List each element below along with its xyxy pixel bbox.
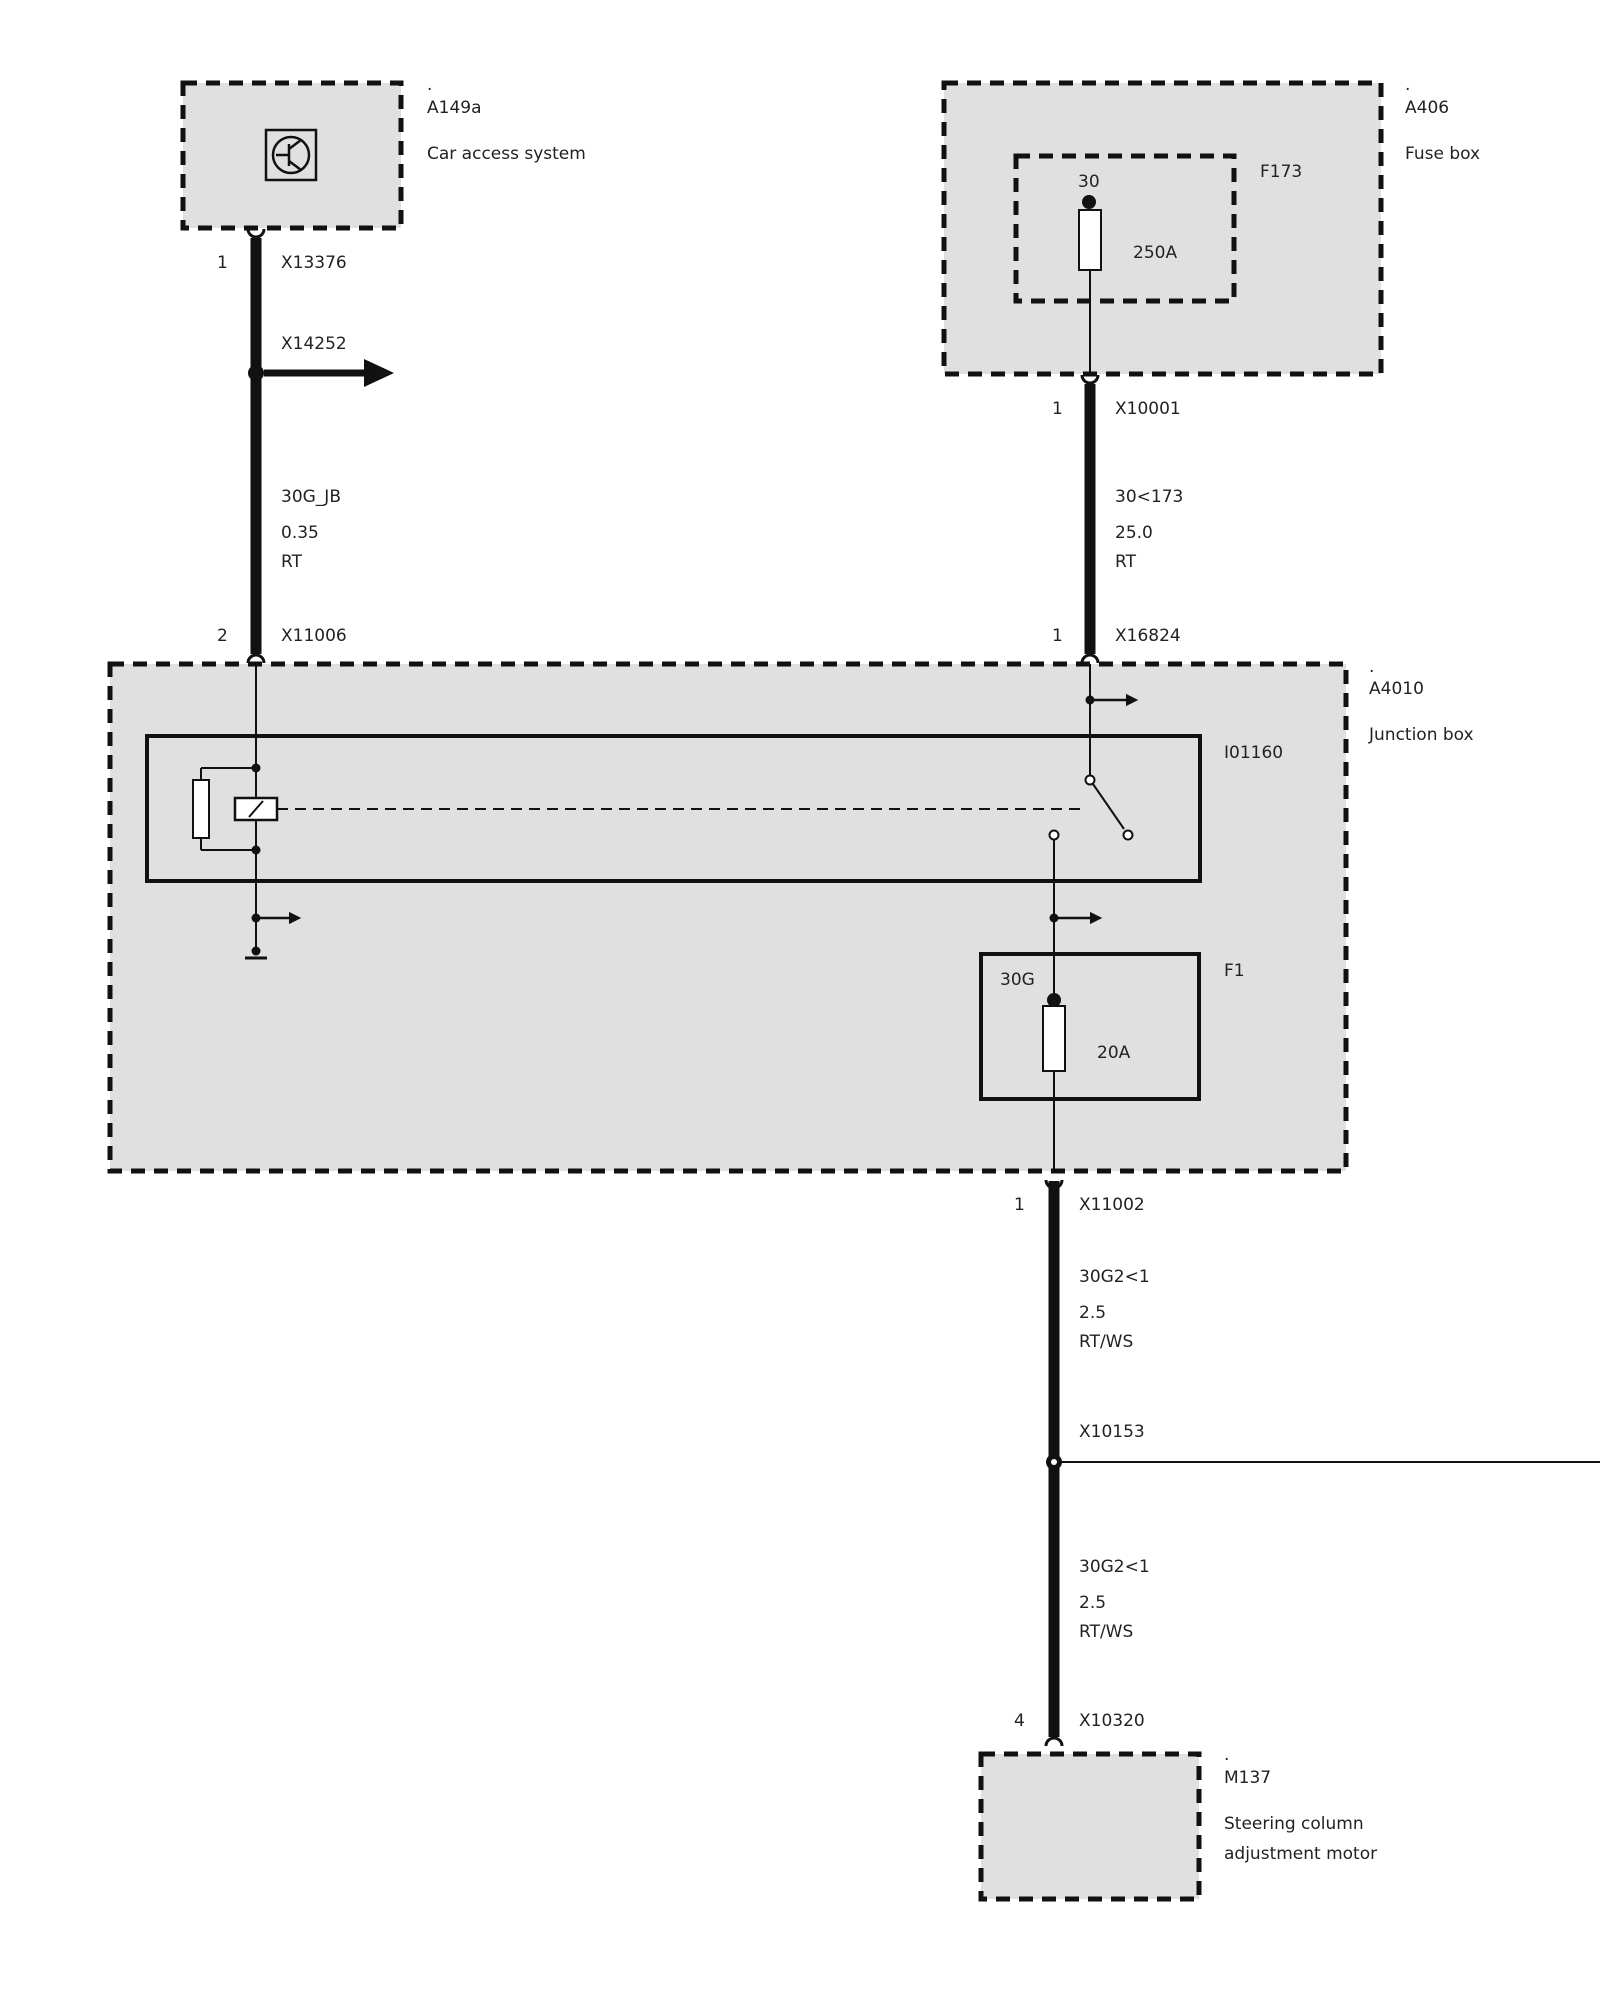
branch-arrow-icon: [364, 359, 394, 387]
relay-contact-pivot: [1084, 774, 1096, 786]
wire-size: 2.5: [1079, 1593, 1106, 1613]
junction-box-id: A4010: [1369, 679, 1424, 699]
connector-x10001-pin: 1: [1052, 399, 1063, 419]
splice-x14252-dot: [248, 365, 264, 381]
wire-signal: 30G2<1: [1079, 1267, 1150, 1287]
connector-x16824-socket: [1080, 653, 1100, 664]
connector-x11006-pin: 2: [217, 626, 228, 646]
fuse-f173-terminal: 30: [1078, 172, 1100, 192]
relay-coil-slash: [248, 800, 264, 818]
fuse-f1-terminal-dot: [1047, 993, 1061, 1007]
relay-switch-blade: [1092, 783, 1125, 830]
relay-i01160-box: [145, 734, 1202, 883]
wire-color: RT: [281, 552, 303, 572]
car-access-name: Car access system: [427, 144, 586, 164]
car-access-marker: .: [427, 75, 432, 95]
fuse-box-name: Fuse box: [1405, 144, 1480, 164]
fuse-box-marker: .: [1405, 75, 1410, 95]
fuse-f1-rating: 20A: [1097, 1043, 1131, 1063]
wire-30g2-lower: 1 X11002 30G2<1 2.5 RT/WS X10153 30G2<1 …: [1014, 1179, 1600, 1747]
connector-x13376-id: X13376: [281, 253, 347, 273]
relay-node-dot: [251, 763, 261, 773]
motor-marker: .: [1224, 1745, 1229, 1765]
wire-size: 25.0: [1115, 523, 1153, 543]
connector-x11002-socket: [1044, 1179, 1064, 1190]
fuse-f173-rating: 250A: [1133, 243, 1177, 263]
wire-30-173: 1 X10001 30<173 25.0 RT 1 X16824: [1052, 270, 1183, 664]
car-access-box: [180, 80, 404, 231]
motor-id: M137: [1224, 1768, 1271, 1788]
fuse-f1-id: F1: [1224, 961, 1245, 981]
motor-box: [978, 1751, 1202, 1902]
fuse-f1-terminal: 30G: [1000, 970, 1035, 990]
relay-contact-open: [1122, 829, 1134, 841]
connector-x14252-id: X14252: [281, 334, 347, 354]
car-access-system: . A149a Car access system: [180, 75, 586, 231]
fuse-f1-box: [979, 952, 1201, 1101]
connector-x10001-socket: [1080, 374, 1100, 385]
wire-color: RT: [1115, 552, 1137, 572]
fuse-box-outline: [941, 80, 1384, 377]
junction-box-a4010: . A4010 Junction box I01160 F1 30G 20A: [107, 657, 1474, 1174]
connector-x10001-id: X10001: [1115, 399, 1181, 419]
fuse-f173-symbol: [1078, 209, 1102, 271]
steering-column-motor: . M137 Steering column adjustment motor: [978, 1745, 1377, 1902]
connector-x13376-socket: [246, 228, 266, 239]
car-access-id: A149a: [427, 98, 482, 118]
motor-name-line2: adjustment motor: [1224, 1844, 1377, 1864]
fuse-f173-id: F173: [1260, 162, 1302, 182]
wire-size: 0.35: [281, 523, 319, 543]
wire-color: RT/WS: [1079, 1622, 1133, 1642]
connector-x11006-socket: [246, 653, 266, 664]
connector-x11002-id: X11002: [1079, 1195, 1145, 1215]
fuse-f1-symbol: [1042, 1005, 1066, 1072]
fuse-f173-terminal-dot: [1082, 195, 1096, 209]
fuse-box-id: A406: [1405, 98, 1449, 118]
relay-resistor-symbol: [192, 779, 210, 839]
wire-color: RT/WS: [1079, 1332, 1133, 1352]
connector-x10153-id: X10153: [1079, 1422, 1145, 1442]
junction-box-name: Junction box: [1368, 725, 1474, 745]
junction-box-marker: .: [1369, 657, 1374, 677]
relay-contact-output: [1048, 829, 1060, 841]
ground-node-dot: [251, 946, 261, 956]
motor-name-line1: Steering column: [1224, 1814, 1364, 1834]
wire-signal: 30<173: [1115, 487, 1183, 507]
splice-x10153-center: [1051, 1459, 1057, 1465]
connector-x11002-pin: 1: [1014, 1195, 1025, 1215]
connector-x10320-socket: [1044, 1736, 1064, 1747]
connector-x16824-pin: 1: [1052, 626, 1063, 646]
junction-box-outline: [107, 661, 1349, 1174]
wire-signal: 30G_JB: [281, 487, 341, 507]
connector-x10320-pin: 4: [1014, 1711, 1025, 1731]
connector-x11006-id: X11006: [281, 626, 347, 646]
connector-x10320-id: X10320: [1079, 1711, 1145, 1731]
relay-i01160-id: I01160: [1224, 743, 1283, 763]
wire-size: 2.5: [1079, 1303, 1106, 1323]
transistor-icon: [264, 128, 318, 182]
connector-x13376-pin: 1: [217, 253, 228, 273]
relay-node-dot: [251, 845, 261, 855]
wire-30g-jb: 1 X13376 X14252 30G_JB 0.35 RT 2 X11006: [217, 228, 394, 664]
fuse-box-a406: 30 250A F173 . A406 Fuse box: [941, 75, 1480, 377]
wire-signal: 30G2<1: [1079, 1557, 1150, 1577]
connector-x16824-id: X16824: [1115, 626, 1181, 646]
fuse-f173-box: [1013, 153, 1237, 304]
